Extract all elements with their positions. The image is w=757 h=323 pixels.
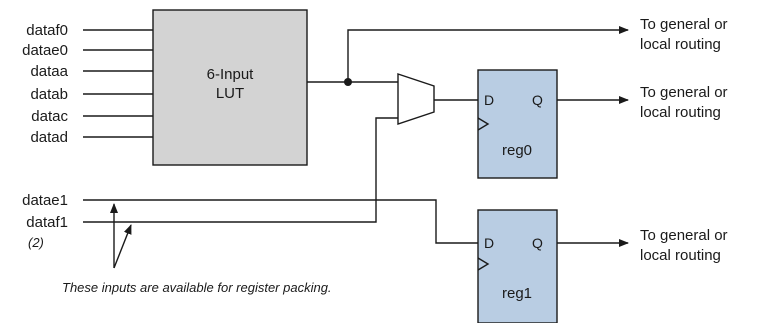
output-label-2-line1: To general or: [640, 84, 728, 101]
input-label-dataf0: dataf0: [26, 22, 68, 39]
output-label-1-line2: local routing: [640, 36, 721, 53]
output-label-3-line2: local routing: [640, 247, 721, 264]
register-packing-note: These inputs are available for register …: [62, 280, 332, 295]
reg1-name-label: reg1: [502, 285, 532, 302]
reg0-clock-symbol: [477, 117, 490, 131]
reg0-q-label: Q: [532, 92, 543, 108]
dataf1-wire: [83, 117, 398, 223]
output-label-2-line2: local routing: [640, 104, 721, 121]
input-label-datad: datad: [30, 129, 68, 146]
note-pointer-arrow: [113, 224, 132, 269]
register-reg0: [477, 69, 558, 179]
reg1-q-label: Q: [532, 235, 543, 251]
output-label-3-line1: To general or: [640, 227, 728, 244]
reg0-d-label: D: [484, 92, 494, 108]
lut-direct-output-wire: [347, 26, 629, 82]
reg1-d-label: D: [484, 235, 494, 251]
input-label-datab: datab: [30, 86, 68, 103]
input-label-datae1: datae1: [22, 192, 68, 209]
input-label-datac: datac: [31, 108, 68, 125]
register-reg1: [477, 209, 558, 323]
lut-label-line2: LUT: [216, 85, 244, 102]
lut-label-line1: 6-Input: [207, 66, 255, 83]
mux: [397, 73, 435, 125]
output-label-1-line1: To general or: [640, 16, 728, 33]
input-label-dataa: dataa: [30, 63, 68, 80]
datae1-wire: [83, 199, 478, 244]
reg1-clock-symbol: [477, 257, 490, 271]
footnote-marker: (2): [28, 235, 44, 250]
reg0-name-label: reg0: [502, 142, 532, 159]
input-label-datae0: datae0: [22, 42, 68, 59]
input-label-dataf1: dataf1: [26, 214, 68, 231]
lut-block: [152, 9, 308, 166]
